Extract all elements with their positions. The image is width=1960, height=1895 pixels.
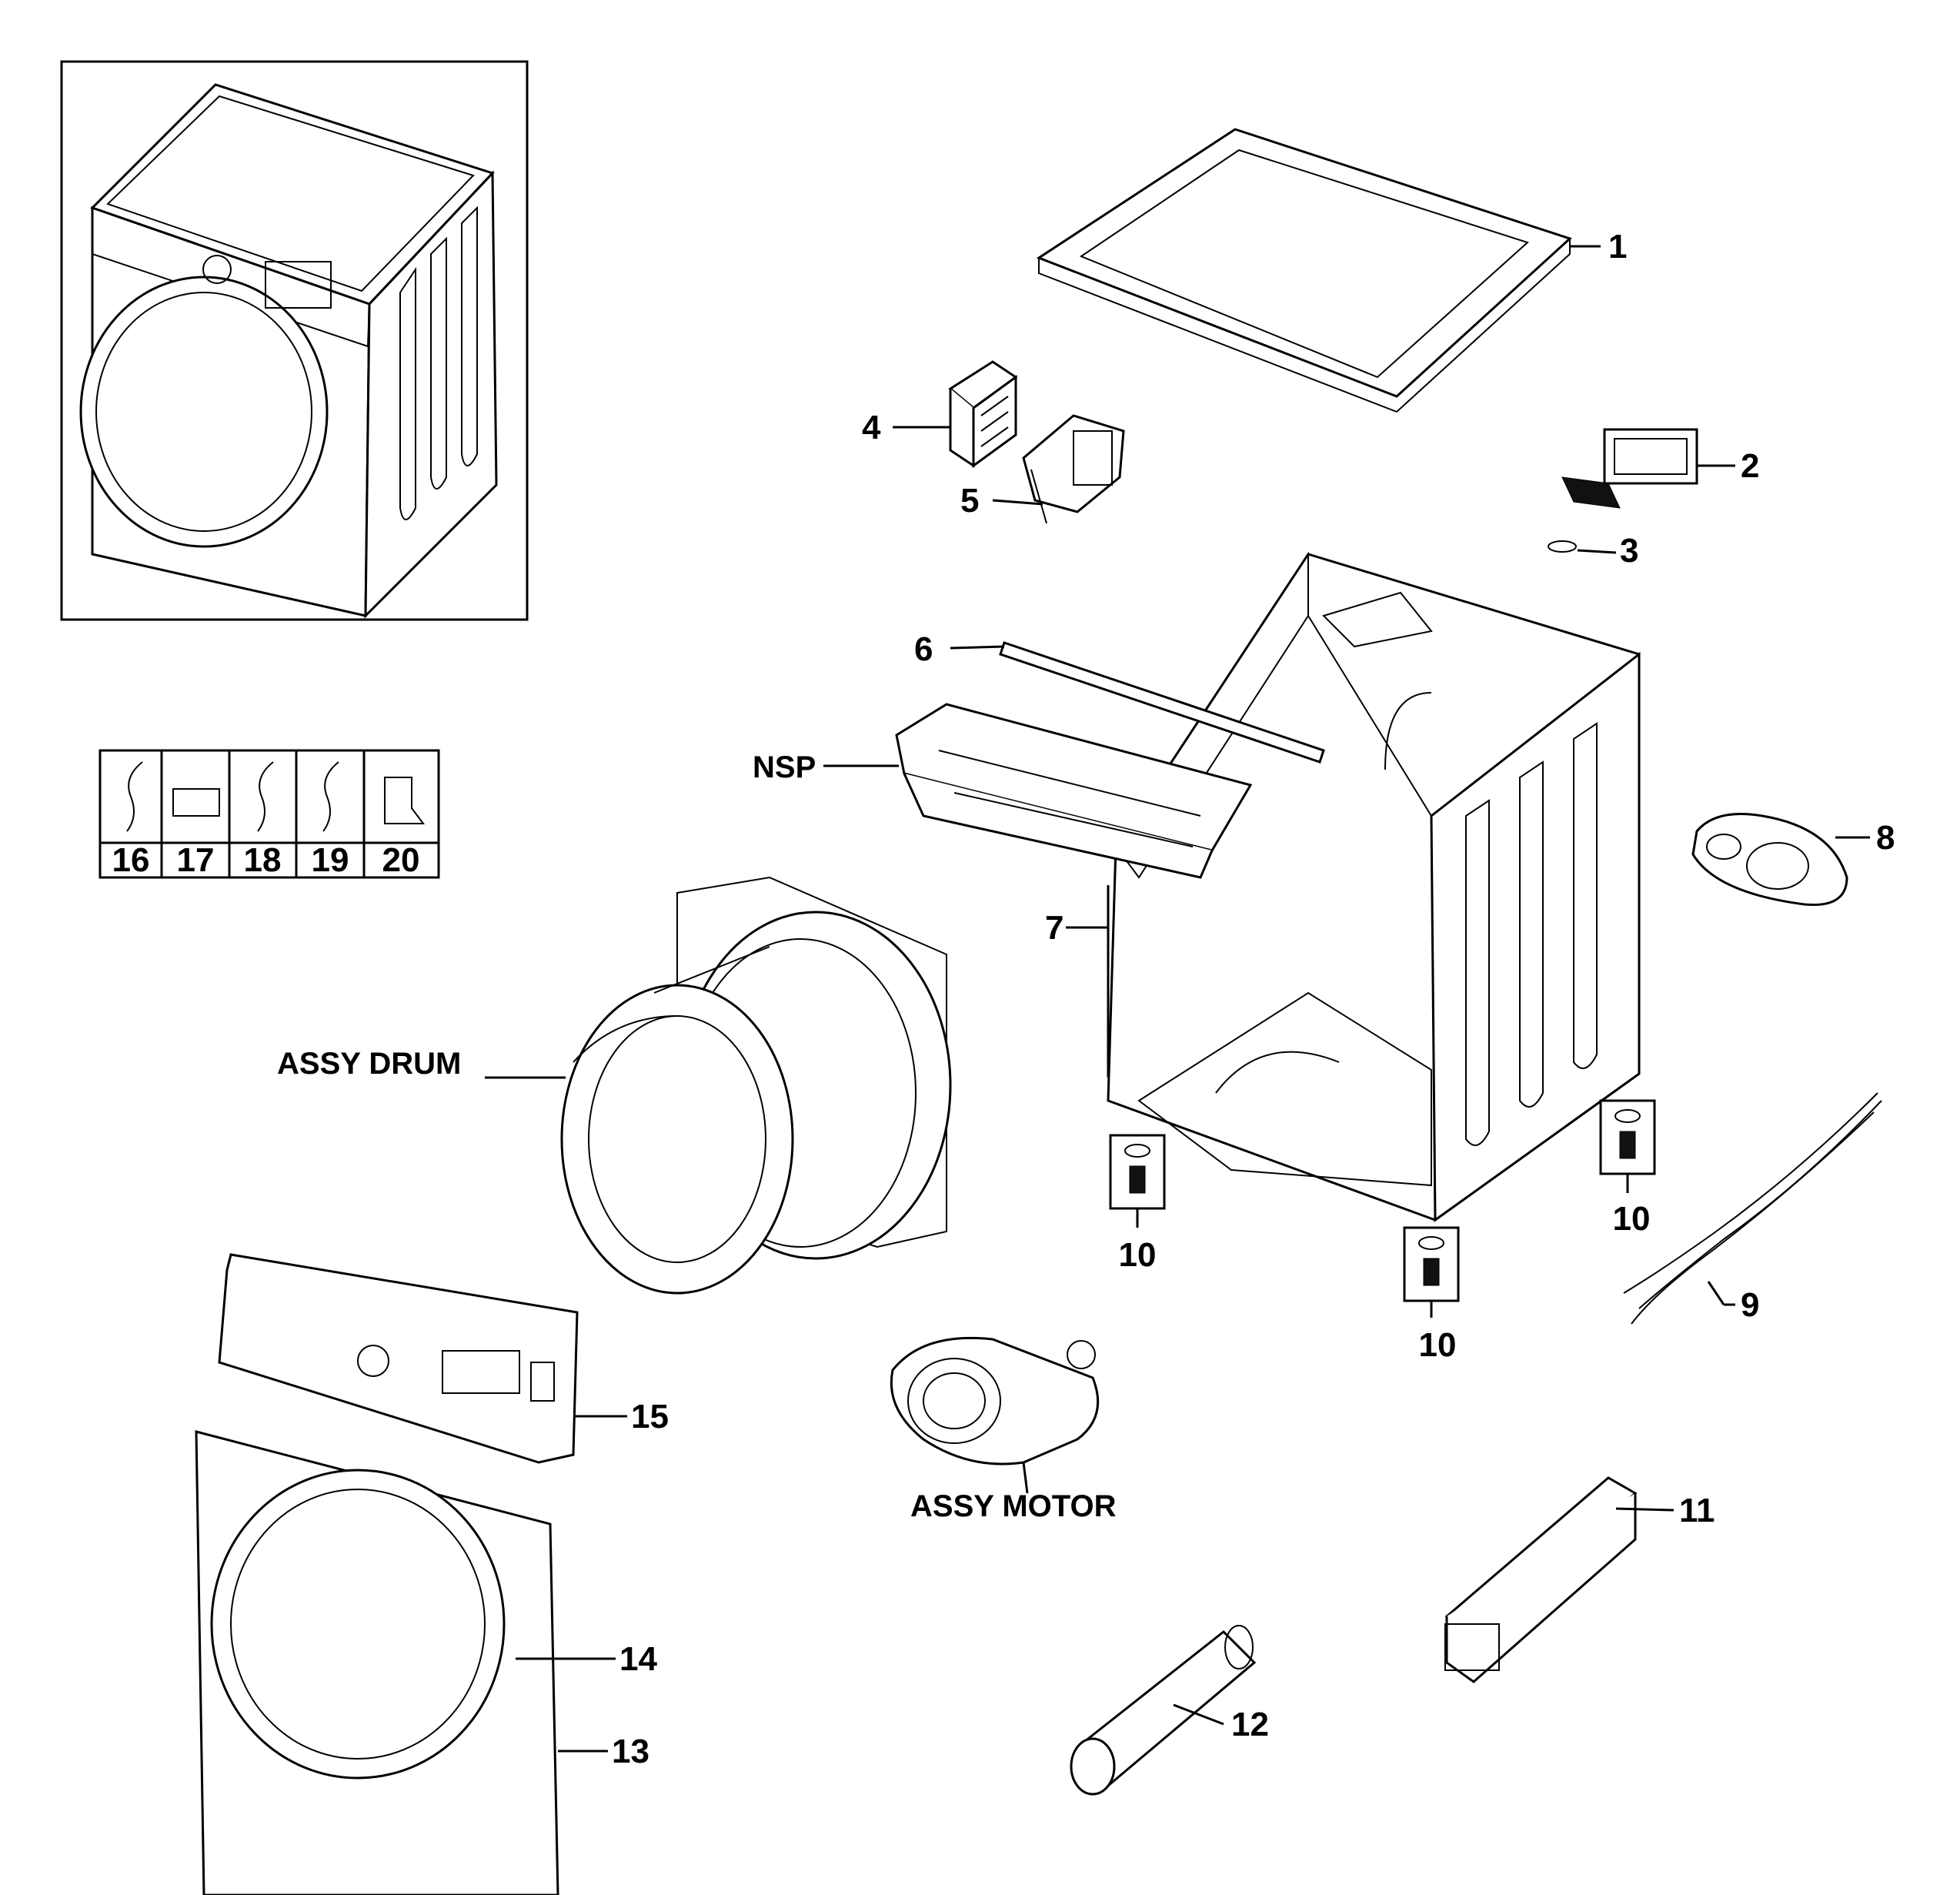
callout-assy-motor: ASSY MOTOR (910, 1489, 1117, 1523)
inset-frame (60, 60, 529, 621)
part-cabinet (1107, 551, 1641, 1222)
callout-1: 1 (1608, 228, 1627, 266)
part-8-duct-cover (1691, 813, 1848, 907)
foot-box-center (1403, 1226, 1460, 1302)
part-4-filter (948, 360, 1018, 468)
part-3-sensor (1548, 540, 1577, 553)
part-9-wire-harness (1623, 1092, 1882, 1325)
part-motor-assembly (890, 1336, 1100, 1466)
part-top-panel (1036, 128, 1572, 413)
callout-4: 4 (862, 409, 881, 446)
callout-2: 2 (1741, 447, 1759, 485)
part-6-rail (999, 641, 1325, 764)
legend-label-19: 19 (312, 841, 349, 879)
inset-assembled-dryer (60, 60, 529, 621)
callout-7: 7 (1045, 909, 1063, 947)
bracket-icon (172, 788, 220, 817)
callout-15: 15 (631, 1398, 669, 1435)
wire-clip-icon (126, 761, 143, 832)
hardware-legend-frame (99, 749, 440, 879)
callout-14: 14 (619, 1640, 657, 1678)
callout-6: 6 (914, 630, 933, 668)
wire-clip-icon (322, 761, 339, 832)
callout-3: 3 (1620, 532, 1638, 570)
part-nsp-bracket (895, 703, 1253, 879)
part-drum-assembly (560, 876, 952, 1295)
callout-11: 11 (1679, 1492, 1715, 1529)
part-2-board (1561, 428, 1698, 509)
callout-nsp: NSP (753, 750, 816, 784)
callout-8: 8 (1876, 819, 1895, 857)
callout-assy-drum: ASSY DRUM (277, 1047, 461, 1081)
legend-label-17: 17 (177, 841, 215, 879)
callout-10-center: 10 (1419, 1326, 1457, 1364)
legend-label-20: 20 (382, 841, 420, 879)
part-12-duct (1070, 1625, 1257, 1796)
part-11-heater (1444, 1476, 1638, 1683)
foot-box-right (1599, 1099, 1656, 1175)
foot-box-left (1109, 1134, 1166, 1210)
callout-13: 13 (612, 1733, 649, 1770)
clamp-icon (384, 777, 425, 824)
part-14-door-gasket (210, 1469, 506, 1780)
wire-clip-icon (257, 761, 274, 832)
part-15-control-panel (218, 1253, 579, 1464)
callout-12: 12 (1231, 1706, 1269, 1743)
hardware-legend: 16 17 18 19 20 (99, 749, 440, 879)
callout-10-left: 10 (1119, 1236, 1157, 1274)
callout-10-right: 10 (1613, 1200, 1651, 1238)
legend-label-16: 16 (112, 841, 150, 879)
legend-label-18: 18 (244, 841, 282, 879)
callout-9: 9 (1741, 1286, 1759, 1324)
part-5-bracket (1022, 414, 1125, 524)
callout-5: 5 (960, 482, 979, 520)
